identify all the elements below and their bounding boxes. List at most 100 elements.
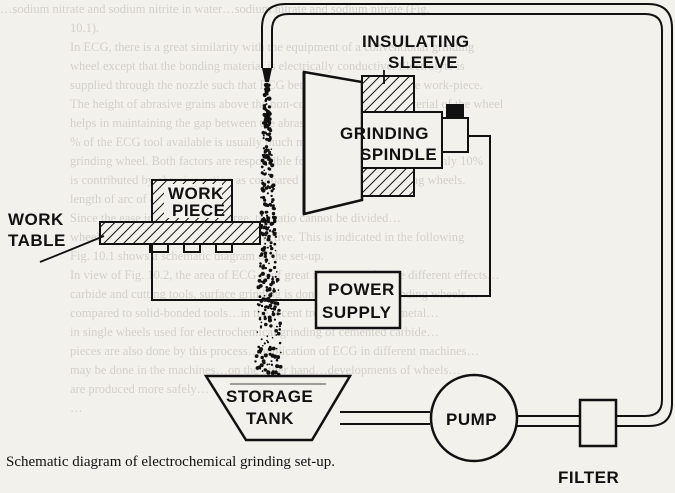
spray-droplet bbox=[266, 237, 271, 242]
spray-droplet bbox=[264, 226, 268, 229]
spray-droplet bbox=[264, 242, 267, 245]
spray-droplet bbox=[273, 242, 277, 246]
spray-droplet bbox=[260, 321, 263, 324]
spray-droplet bbox=[263, 151, 267, 154]
spray-droplet bbox=[271, 336, 274, 339]
spray-droplet bbox=[263, 126, 266, 129]
electrolyte-pipe bbox=[261, 3, 673, 427]
spray-droplet bbox=[271, 277, 274, 281]
spray-droplet bbox=[266, 370, 271, 375]
spray-droplet bbox=[269, 251, 273, 255]
spray-droplet bbox=[261, 232, 266, 237]
spray-droplet bbox=[273, 318, 276, 321]
label-sleeve: SLEEVE bbox=[388, 53, 458, 72]
spray-droplet bbox=[258, 303, 261, 306]
spray-droplet bbox=[258, 295, 262, 298]
spray-droplet bbox=[270, 301, 274, 304]
label-grinding: GRINDING bbox=[340, 124, 429, 143]
spray-droplet bbox=[261, 359, 266, 364]
storage-tank bbox=[203, 374, 353, 442]
spray-droplet bbox=[264, 138, 267, 141]
label-work-piece-2: PIECE bbox=[172, 201, 226, 220]
spray-droplet bbox=[270, 148, 273, 150]
spray-droplet bbox=[278, 321, 283, 326]
spray-droplet bbox=[259, 350, 263, 353]
spray-droplet bbox=[268, 268, 272, 273]
spray-droplet bbox=[265, 286, 269, 289]
spray-droplet bbox=[269, 282, 273, 287]
spray-droplet bbox=[270, 189, 274, 193]
spray-droplet bbox=[269, 173, 274, 178]
spray-droplet bbox=[278, 313, 281, 315]
spray-droplet bbox=[271, 204, 275, 208]
filter bbox=[578, 398, 618, 448]
spray-droplet bbox=[260, 224, 264, 227]
spray-droplet bbox=[270, 194, 273, 198]
spray-droplet bbox=[265, 116, 269, 120]
spray-droplet bbox=[263, 342, 266, 345]
spray-droplet bbox=[269, 244, 273, 248]
spray-droplet bbox=[273, 308, 276, 311]
spray-droplet bbox=[259, 262, 262, 265]
spray-droplet bbox=[270, 246, 274, 251]
nozzle bbox=[262, 68, 272, 82]
spray-droplet bbox=[262, 344, 264, 347]
spray-droplet bbox=[272, 289, 276, 293]
spray-droplet bbox=[266, 148, 270, 152]
spray-droplet bbox=[278, 328, 282, 331]
spray-droplet bbox=[268, 88, 271, 92]
label-spindle: SPINDLE bbox=[360, 145, 437, 164]
spray-droplet bbox=[261, 130, 266, 135]
spray-droplet bbox=[270, 363, 274, 366]
spray-droplet bbox=[264, 90, 269, 95]
spray-droplet bbox=[264, 148, 267, 151]
spray-droplet bbox=[264, 145, 269, 149]
spray-droplet bbox=[271, 312, 276, 317]
spray-droplet bbox=[277, 309, 279, 312]
label-filter: FILTER bbox=[558, 468, 619, 487]
spray-droplet bbox=[264, 103, 267, 106]
spray-droplet bbox=[262, 147, 266, 150]
spray-droplet bbox=[260, 196, 263, 199]
spray-droplet bbox=[269, 159, 274, 163]
spray-droplet bbox=[268, 363, 271, 366]
spray-droplet bbox=[264, 203, 269, 207]
spray-droplet bbox=[271, 211, 276, 216]
spray-droplet bbox=[260, 304, 264, 308]
spray-droplet bbox=[275, 347, 278, 350]
spray-droplet bbox=[267, 127, 270, 130]
spray-droplet bbox=[264, 234, 267, 237]
spray-droplet bbox=[264, 131, 267, 135]
spray-droplet bbox=[274, 249, 277, 252]
spray-droplet bbox=[265, 154, 268, 158]
spray-droplet bbox=[264, 172, 267, 175]
spray-droplet bbox=[268, 173, 270, 176]
spray-droplet bbox=[254, 360, 257, 363]
spray-droplet bbox=[268, 293, 273, 298]
spray-droplet bbox=[261, 188, 266, 193]
spray-droplet bbox=[259, 254, 262, 258]
spray-droplet bbox=[268, 303, 273, 308]
spray-droplet bbox=[279, 351, 282, 354]
work-table-leader bbox=[39, 235, 105, 263]
spray-droplet bbox=[261, 311, 266, 316]
spray-droplet bbox=[257, 310, 260, 313]
spray-droplet bbox=[263, 169, 266, 172]
spray-droplet bbox=[267, 347, 272, 352]
spray-droplet bbox=[262, 155, 266, 159]
spray-droplet bbox=[259, 347, 263, 352]
spray-droplet bbox=[266, 339, 268, 342]
spray-droplet bbox=[266, 335, 269, 338]
spray-droplet bbox=[274, 275, 277, 278]
spray-droplet bbox=[264, 258, 269, 262]
spray-droplet bbox=[266, 192, 269, 195]
spray-droplet bbox=[257, 285, 260, 289]
label-tank: TANK bbox=[246, 409, 294, 428]
spray-droplet bbox=[266, 305, 270, 309]
spray-droplet bbox=[267, 158, 270, 161]
spray-droplet bbox=[269, 121, 272, 125]
spindle-shaft bbox=[361, 111, 443, 169]
spray-droplet bbox=[259, 264, 262, 268]
grinding-wheel bbox=[302, 70, 364, 216]
spray-droplet bbox=[263, 317, 267, 321]
